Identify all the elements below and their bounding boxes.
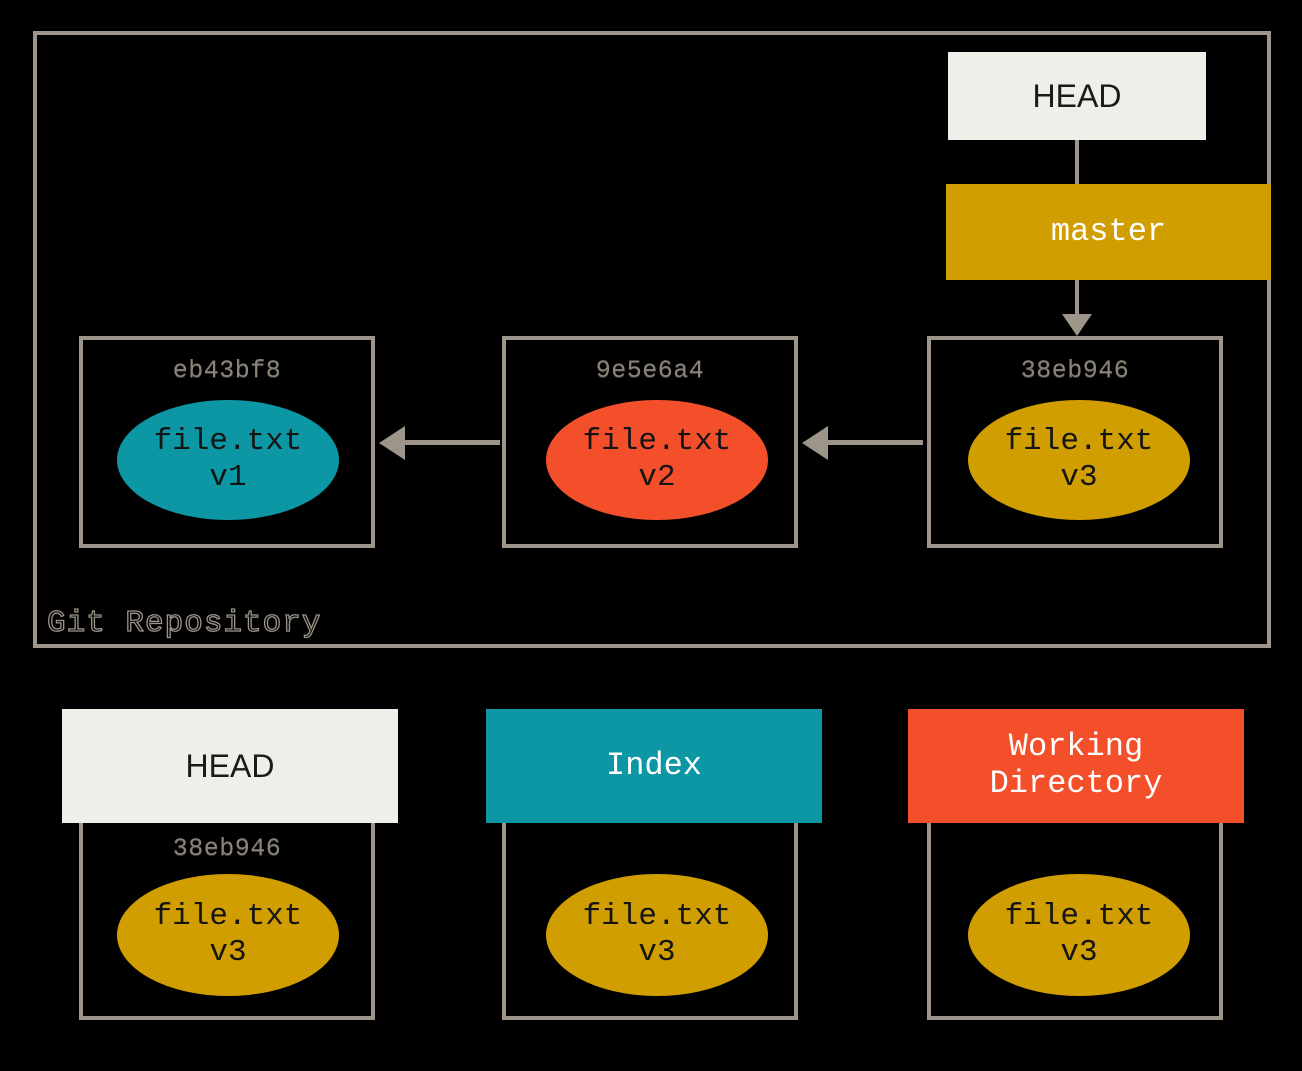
commit-box-2[interactable]: 9e5e6a4 file.txt v2 xyxy=(502,336,798,548)
commit-blob-file-1: file.txt xyxy=(153,424,303,460)
tree-blob-version-working-directory: v3 xyxy=(1060,935,1098,970)
tree-box-index[interactable]: file.txt v3 xyxy=(502,760,798,1020)
tree-header-label-index: Index xyxy=(605,746,702,784)
commit-blob-file-2: file.txt xyxy=(582,424,732,460)
tree-blob-version-index: v3 xyxy=(638,935,676,970)
head-pointer-label: HEAD xyxy=(1032,77,1122,114)
commit3-to-commit2-arrowhead xyxy=(802,426,828,460)
commit-blob-2: file.txt v2 xyxy=(546,400,768,520)
tree-header-working-directory[interactable]: Working Directory xyxy=(908,709,1244,823)
commit2-to-commit1-arrowhead xyxy=(379,426,405,460)
tree-header-index[interactable]: Index xyxy=(486,709,822,823)
master-to-commit-arrowhead xyxy=(1062,314,1092,336)
tree-blob-head: file.txt v3 xyxy=(117,874,339,996)
commit-box-1[interactable]: eb43bf8 file.txt v1 xyxy=(79,336,375,548)
tree-blob-file-index: file.txt xyxy=(582,899,732,935)
tree-header-label-working-directory: Working Directory xyxy=(989,728,1163,802)
commit-hash-1: eb43bf8 xyxy=(172,356,282,385)
tree-header-head[interactable]: HEAD xyxy=(62,709,398,823)
git-repository-label: Git Repository xyxy=(46,606,322,641)
commit-box-3[interactable]: 38eb946 file.txt v3 xyxy=(927,336,1223,548)
head-to-master-connector xyxy=(1075,140,1079,184)
tree-blob-working-directory: file.txt v3 xyxy=(968,874,1190,996)
commit-hash-3: 38eb946 xyxy=(1020,356,1130,385)
tree-box-working-directory[interactable]: file.txt v3 xyxy=(927,760,1223,1020)
tree-blob-version-head: v3 xyxy=(209,935,247,970)
head-pointer-box[interactable]: HEAD xyxy=(948,52,1206,140)
tree-blob-index: file.txt v3 xyxy=(546,874,768,996)
commit2-to-commit1-line xyxy=(405,440,500,445)
commit-blob-file-3: file.txt xyxy=(1004,424,1154,460)
commit3-to-commit2-line xyxy=(828,440,923,445)
commit-blob-version-2: v2 xyxy=(638,460,676,495)
commit-blob-3: file.txt v3 xyxy=(968,400,1190,520)
git-repository-frame xyxy=(33,31,1271,648)
tree-hash-head: 38eb946 xyxy=(172,834,282,863)
commit-blob-1: file.txt v1 xyxy=(117,400,339,520)
commit-hash-2: 9e5e6a4 xyxy=(595,356,705,385)
master-branch-box[interactable]: master xyxy=(946,184,1271,280)
tree-blob-file-working-directory: file.txt xyxy=(1004,899,1154,935)
commit-blob-version-3: v3 xyxy=(1060,460,1098,495)
tree-box-head[interactable]: 38eb946 file.txt v3 xyxy=(79,760,375,1020)
tree-header-label-head: HEAD xyxy=(185,747,275,784)
master-to-commit-connector xyxy=(1075,280,1079,319)
tree-blob-file-head: file.txt xyxy=(153,899,303,935)
master-branch-label: master xyxy=(1050,212,1167,250)
commit-blob-version-1: v1 xyxy=(209,460,247,495)
